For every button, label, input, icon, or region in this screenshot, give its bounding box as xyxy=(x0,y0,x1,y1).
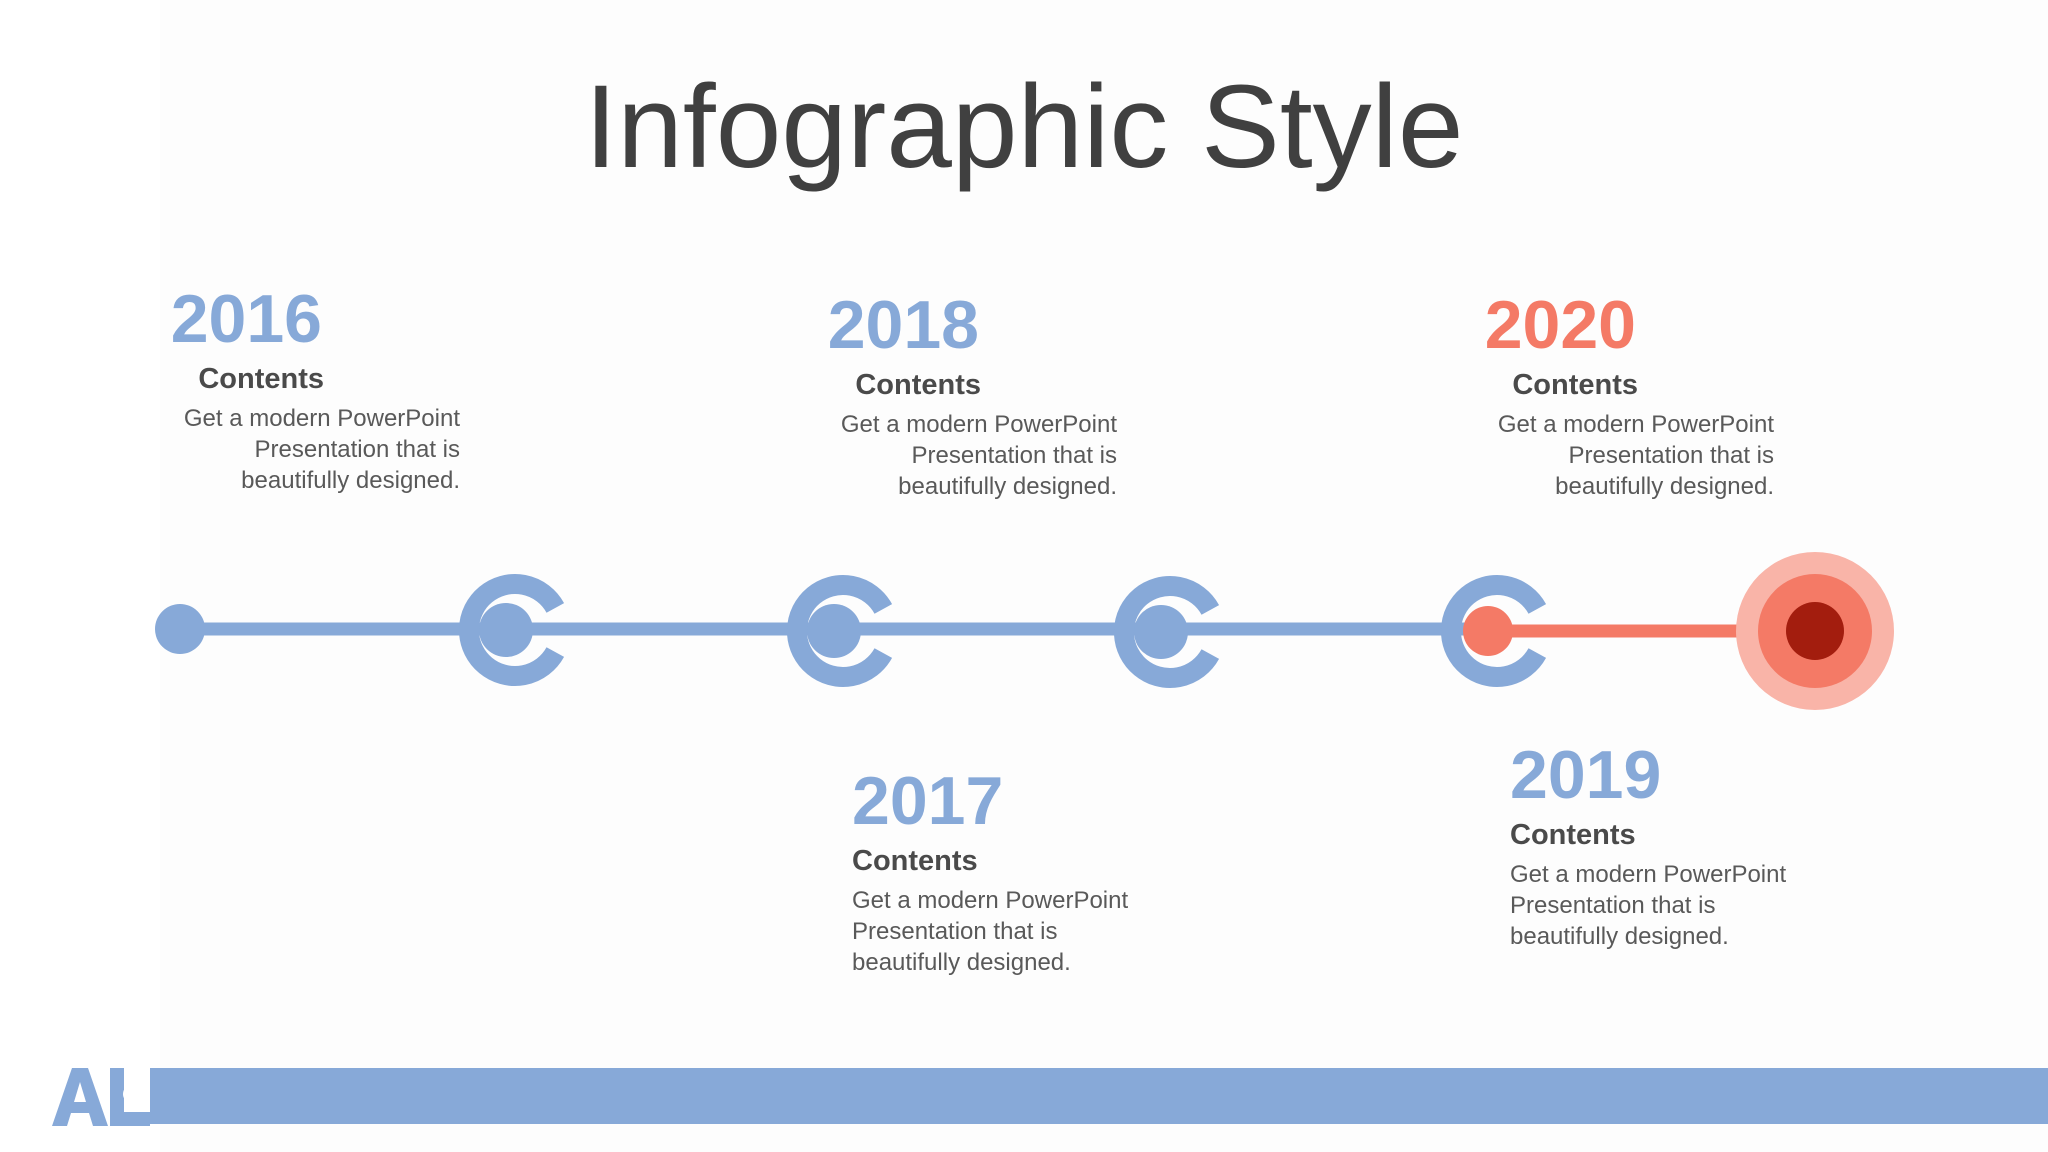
timeline-start-dot xyxy=(155,604,205,654)
footer-bar xyxy=(150,1068,2048,1124)
entry-description: Get a modern PowerPoint Presentation tha… xyxy=(1497,411,1774,500)
entry-heading: Contents xyxy=(852,845,978,877)
timeline-entry-2019: 2019 Contents Get a modern PowerPoint Pr… xyxy=(1510,738,1830,952)
slide-title: Infographic Style xyxy=(584,61,1464,193)
timeline-node-2020 xyxy=(1736,552,1894,710)
timeline-entry-2018: 2018 Contents Get a modern PowerPoint Pr… xyxy=(807,288,1127,502)
logo-mark xyxy=(52,1068,150,1126)
timeline-node-2018 xyxy=(1114,576,1220,688)
entry-year: 2016 xyxy=(170,281,322,357)
entry-year: 2019 xyxy=(1510,737,1662,813)
entry-heading: Contents xyxy=(855,369,981,401)
slide-background xyxy=(160,0,2048,1152)
entry-description: Get a modern PowerPoint Presentation tha… xyxy=(840,411,1117,500)
entry-description: Get a modern PowerPoint Presentation tha… xyxy=(183,405,460,494)
timeline-entry-2017: 2017 Contents Get a modern PowerPoint Pr… xyxy=(852,764,1172,978)
timeline-node-2017 xyxy=(787,575,893,687)
entry-heading: Contents xyxy=(198,363,324,395)
timeline-entry-2020: 2020 Contents Get a modern PowerPoint Pr… xyxy=(1464,288,1784,502)
timeline-entry-2016: 2016 Contents Get a modern PowerPoint Pr… xyxy=(150,282,470,496)
entry-heading: Contents xyxy=(1512,369,1638,401)
entry-year: 2018 xyxy=(827,287,979,363)
timeline-node-2019 xyxy=(1441,575,1547,687)
entry-heading: Contents xyxy=(1510,819,1636,851)
entry-year: 2017 xyxy=(852,763,1004,839)
timeline-node-2016 xyxy=(459,574,565,686)
entry-description: Get a modern PowerPoint Presentation tha… xyxy=(1510,861,1787,950)
entry-description: Get a modern PowerPoint Presentation tha… xyxy=(852,887,1129,976)
entry-year: 2020 xyxy=(1484,287,1636,363)
